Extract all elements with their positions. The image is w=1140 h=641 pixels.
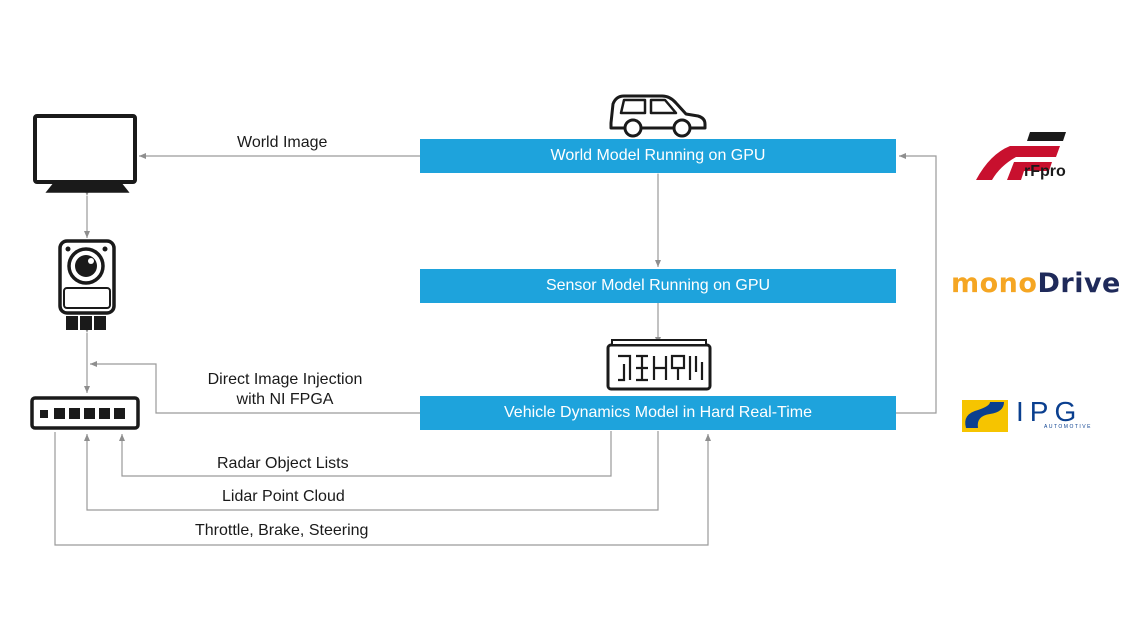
- dynamics-to-world-arrow: [896, 153, 937, 414]
- sensor-model-label: Sensor Model Running on GPU: [545, 277, 771, 294]
- real-time-target-icon: [606, 339, 712, 391]
- radar-arrow: [119, 431, 612, 477]
- ipg-logo-mark: [962, 400, 1008, 432]
- direct-injection-line2: with NI FPGA: [236, 391, 334, 408]
- monodrive-drive-text: Drive: [1037, 268, 1121, 299]
- network-switch-icon: [30, 396, 140, 430]
- lidar-label: Lidar Point Cloud: [222, 488, 345, 505]
- world-model-label: World Model Running on GPU: [550, 147, 766, 164]
- rfpro-wordmark: rFpro: [1024, 163, 1066, 180]
- car-icon: [609, 94, 707, 138]
- ipg-subtext: AUTOMOTIVE: [1044, 424, 1092, 430]
- monodrive-mono-text: mono: [951, 268, 1038, 299]
- direct-injection-line1: Direct Image Injection: [207, 371, 363, 388]
- throttle-arrow: [54, 432, 711, 546]
- rfpro-logo: [976, 132, 1066, 180]
- monitor-icon: [33, 114, 137, 193]
- throttle-label: Throttle, Brake, Steering: [195, 522, 369, 539]
- camera-icon: [58, 239, 116, 330]
- lidar-arrow: [84, 431, 659, 511]
- radar-label: Radar Object Lists: [217, 455, 349, 472]
- vehicle-dynamics-box: Vehicle Dynamics Model in Hard Real-Time: [420, 396, 896, 430]
- monodrive-logo: monoDrive: [951, 268, 1121, 299]
- sensor-model-box: Sensor Model Running on GPU: [420, 269, 896, 303]
- world-image-label: World Image: [237, 134, 328, 151]
- direct-injection-arrow: [90, 361, 420, 414]
- ipg-wordmark: IPG: [1016, 396, 1083, 427]
- direct-injection-label: Direct Image Injection with NI FPGA: [190, 370, 380, 410]
- world-model-box: World Model Running on GPU: [420, 139, 896, 173]
- vehicle-dynamics-label: Vehicle Dynamics Model in Hard Real-Time: [504, 404, 812, 421]
